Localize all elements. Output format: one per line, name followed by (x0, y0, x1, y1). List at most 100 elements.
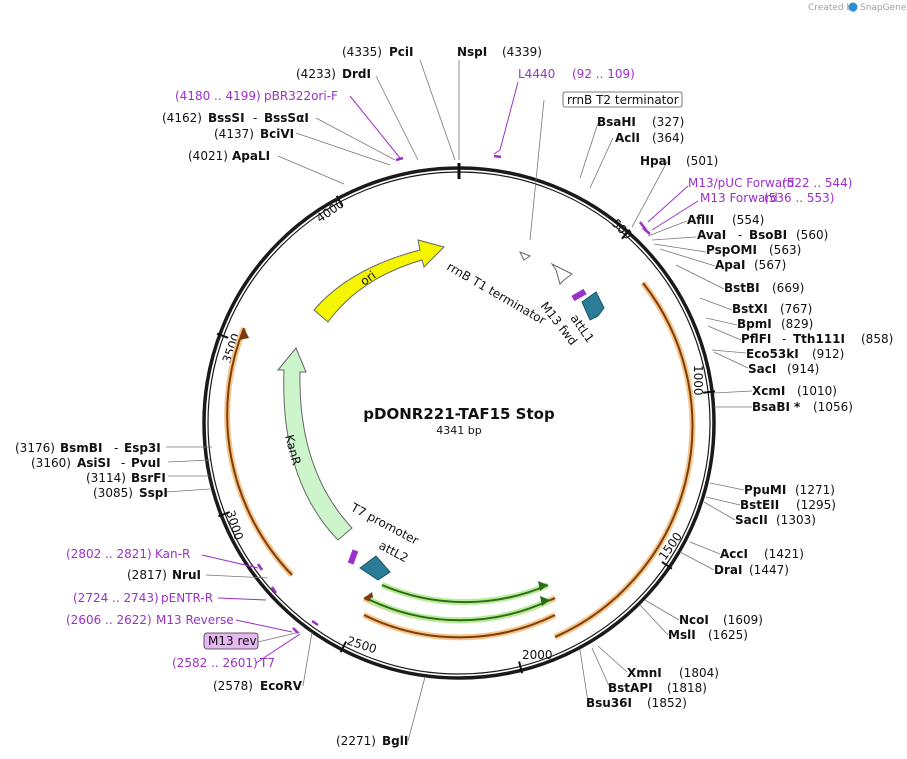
site-bcivi-pos: (4137) (214, 127, 254, 141)
tick-mark-3000 (218, 511, 231, 518)
site-pspomi-name[interactable]: PspOMI (706, 243, 757, 257)
site-bsssi-alt[interactable]: BssSαI (264, 111, 309, 125)
site-nrui-name[interactable]: NruI (172, 568, 201, 582)
primer-pentr-range: (2724 .. 2743) (73, 591, 159, 605)
site-nrui-pos: (2817) (127, 568, 167, 582)
primer-m13rev-name[interactable]: M13 Reverse (156, 613, 234, 627)
site-bsahi-name[interactable]: BsaHI (597, 115, 636, 129)
site-asisi-name[interactable]: AsiSI (77, 456, 111, 470)
site-ppumi-pos: (1271) (795, 483, 835, 497)
snapgene-logo-icon (848, 2, 858, 12)
primer-l4440-name[interactable]: L4440 (518, 67, 555, 81)
site-bsmbi-name[interactable]: BsmBI (60, 441, 102, 455)
attl1-feature[interactable] (581, 291, 605, 321)
site-ppumi-name[interactable]: PpuMI (744, 483, 786, 497)
site-sspi-name[interactable]: SspI (139, 486, 168, 500)
site-pflfi-dash: - (782, 332, 786, 346)
primer-m13puc-name[interactable]: M13/pUC Forward (688, 176, 795, 190)
orf-arc-left (226, 327, 293, 576)
plasmid-size: 4341 bp (436, 424, 481, 437)
site-bgli-name[interactable]: BglI (382, 734, 408, 748)
site-pflfi-name[interactable]: PflFI (741, 332, 771, 346)
attl2-feature[interactable] (359, 555, 391, 581)
tick-marks (216, 195, 716, 674)
site-bgli-pos: (2271) (336, 734, 376, 748)
site-bsu36i-name[interactable]: Bsu36I (586, 696, 632, 710)
site-bstbi-name[interactable]: BstBI (724, 281, 760, 295)
site-acli-name[interactable]: AclI (615, 131, 640, 145)
green-arc-1 (381, 584, 549, 604)
site-bsrfi-name[interactable]: BsrFI (131, 471, 166, 485)
primer-pbr322-name[interactable]: pBR322ori-F (264, 89, 338, 103)
site-asisi-alt[interactable]: PvuI (131, 456, 161, 470)
site-asisi-dash: - (121, 456, 125, 470)
site-avai-dash: - (738, 228, 742, 242)
rrnb-t2-terminator-feature[interactable] (518, 251, 532, 261)
primer-t7-name[interactable]: T7 (259, 656, 275, 670)
site-bsrfi-pos: (3114) (86, 471, 126, 485)
site-ncoi-name[interactable]: NcoI (679, 613, 709, 627)
m13-fwd-feature[interactable] (571, 288, 587, 302)
site-nspi-name[interactable]: NspI (457, 45, 487, 59)
primer-pbr322-range: (4180 .. 4199) (175, 89, 261, 103)
site-bsu36i-pos: (1852) (647, 696, 687, 710)
site-ecorv-name[interactable]: EcoRV (260, 679, 303, 693)
ori-feature[interactable] (313, 239, 445, 323)
created-by-text: Created by (808, 3, 858, 13)
primer-marks (256, 154, 651, 634)
kanr-feature[interactable] (276, 347, 353, 541)
primer-kanr-name[interactable]: Kan-R (155, 547, 190, 561)
site-bsssi-name[interactable]: BssSI (208, 111, 245, 125)
site-msli-name[interactable]: MslI (668, 628, 696, 642)
site-acci-name[interactable]: AccI (720, 547, 748, 561)
site-drai-pos: (1447) (749, 563, 789, 577)
rrnb-t2-terminator-box[interactable] (562, 91, 683, 108)
sites-right: AflII (554) AvaI - BsoBI (560) PspOMI (5… (687, 213, 893, 577)
site-hpai-pos: (501) (686, 154, 718, 168)
site-avai-name[interactable]: AvaI (697, 228, 726, 242)
site-bsteii-name[interactable]: BstEII (740, 498, 779, 512)
site-pcii-name[interactable]: PciI (389, 45, 414, 59)
rrnb-t2-label: rrnB T2 terminator (567, 93, 679, 107)
site-bsahi-pos: (327) (652, 115, 684, 129)
site-apai-pos: (567) (754, 258, 786, 272)
m13-rev-label: M13 rev (208, 634, 257, 648)
site-bstapi-name[interactable]: BstAPI (608, 681, 653, 695)
site-xcmi-pos: (1010) (797, 384, 837, 398)
primer-m13fwd-name[interactable]: M13 Forward (700, 191, 778, 205)
site-hpai-name[interactable]: HpaI (640, 154, 671, 168)
site-avai-alt[interactable]: BsoBI (749, 228, 787, 242)
site-sacii-name[interactable]: SacII (735, 513, 768, 527)
site-bpmi-name[interactable]: BpmI (737, 317, 772, 331)
site-bcivi-name[interactable]: BciVI (260, 127, 294, 141)
tick-mark-2000 (518, 661, 523, 674)
site-ecorv-pos: (2578) (213, 679, 253, 693)
site-apali-name[interactable]: ApaLI (232, 149, 270, 163)
m13-rev-box[interactable] (203, 632, 259, 650)
site-saci-name[interactable]: SacI (748, 362, 776, 376)
site-bsabi-star: * (794, 400, 801, 414)
site-acci-pos: (1421) (764, 547, 804, 561)
site-pspomi-pos: (563) (769, 243, 801, 257)
site-xmni-name[interactable]: XmnI (627, 666, 662, 680)
primer-pentr-name[interactable]: pENTR-R (161, 591, 213, 605)
site-drdi-name[interactable]: DrdI (342, 67, 371, 81)
t7-promoter-feature[interactable] (347, 549, 359, 565)
site-bsmbi-alt[interactable]: Esp3I (124, 441, 161, 455)
primer-l4440-range: (92 .. 109) (572, 67, 635, 81)
rrnb-t1-label: rrnB T1 terminator (445, 259, 549, 327)
site-bstxi-name[interactable]: BstXI (732, 302, 768, 316)
tick-label-2000: 2000 (522, 648, 553, 662)
site-xmni-pos: (1804) (679, 666, 719, 680)
site-xcmi-name[interactable]: XcmI (752, 384, 785, 398)
site-pflfi-alt[interactable]: Tth111I (793, 332, 845, 346)
site-bsabi-name[interactable]: BsaBI (752, 400, 790, 414)
site-eco53ki-name[interactable]: Eco53kI (746, 347, 799, 361)
tick-label-1000: 1000 (691, 365, 705, 396)
site-apai-name[interactable]: ApaI (715, 258, 745, 272)
site-drai-name[interactable]: DraI (714, 563, 742, 577)
site-bstbi-pos: (669) (772, 281, 804, 295)
site-aflii-name[interactable]: AflII (687, 213, 714, 227)
rrnb-t1-terminator-feature[interactable] (550, 262, 573, 285)
